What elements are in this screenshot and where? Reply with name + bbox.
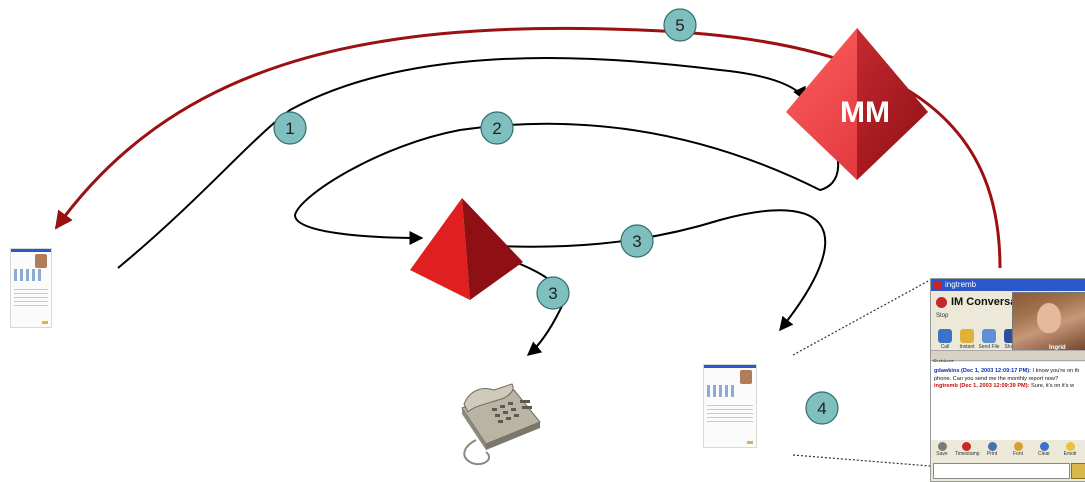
clear-button[interactable]: Clear: [1033, 442, 1055, 458]
step-badge-2: 2: [480, 111, 514, 145]
svg-text:3: 3: [632, 232, 641, 251]
print-icon: [987, 442, 997, 451]
svg-text:1: 1: [285, 119, 294, 138]
save-button[interactable]: Save: [931, 442, 953, 458]
call-button[interactable]: Call: [933, 329, 957, 350]
step-badge-3b: 3: [536, 276, 570, 310]
transcript-line: gdawkins (Dec 1, 2003 12:09:17 PM): I kn…: [934, 368, 1080, 374]
svg-text:5: 5: [675, 16, 684, 35]
flow-arrow-2: [293, 109, 840, 245]
print-button[interactable]: Print: [981, 442, 1003, 458]
save-icon: [937, 442, 947, 451]
transcript-line: phone. Can you send me the monthly repor…: [934, 375, 1059, 382]
contact-name: Ingrid: [1049, 345, 1066, 351]
step-badge-5: 5: [663, 8, 697, 42]
font-icon: [1013, 442, 1023, 451]
file-icon: [982, 329, 996, 343]
im-toolbar: Save Timestamp Print Font Clear Emoti: [931, 442, 1085, 462]
smiley-icon: [1065, 442, 1075, 451]
telephone-icon: [461, 383, 541, 466]
contact-photo: Ingrid: [1012, 292, 1085, 354]
stop-label: Stop: [936, 313, 949, 319]
svg-text:3: 3: [548, 284, 557, 303]
avatar: [35, 254, 47, 268]
caller-client-thumbnail: [10, 248, 52, 328]
step-badge-4: 4: [805, 391, 839, 425]
zoom-line-bottom: [792, 454, 931, 467]
im-window-title: ingtremb: [945, 280, 977, 289]
step-badge-1: 1: [273, 111, 307, 145]
send-file-button[interactable]: Send File: [977, 329, 1001, 350]
clock-icon: [961, 442, 971, 451]
gateway-node: [410, 198, 523, 300]
im-transcript: gdawkins (Dec 1, 2003 12:09:17 PM): I kn…: [931, 362, 1085, 440]
media-manager-label: MM: [840, 96, 890, 129]
message-input[interactable]: [933, 463, 1070, 479]
remote-client-thumbnail: [703, 364, 757, 448]
subject-field[interactable]: Subject:: [931, 350, 1085, 366]
emoticons-button[interactable]: Emoti: [1059, 442, 1081, 458]
return-flow-arrow: [54, 26, 1002, 269]
phone-icon: [938, 329, 952, 343]
zoom-line-top: [792, 279, 931, 356]
timestamp-button[interactable]: Timestamp: [955, 442, 980, 458]
avatar: [740, 370, 752, 384]
im-titlebar: ingtremb: [931, 279, 1085, 291]
media-manager-node: MM: [786, 28, 928, 180]
clear-icon: [1039, 442, 1049, 451]
step-badge-3a: 3: [620, 224, 654, 258]
message-icon: [960, 329, 974, 343]
send-button[interactable]: [1071, 463, 1085, 479]
svg-text:2: 2: [492, 119, 501, 138]
flow-arrow-1: [117, 57, 806, 269]
app-icon: [934, 281, 942, 289]
font-button[interactable]: Font: [1007, 442, 1029, 458]
transcript-line: ingtremb (Dec 1, 2003 12:09:39 PM): Sure…: [934, 383, 1075, 389]
flow-arrow-3a: [474, 209, 827, 332]
stop-icon[interactable]: [936, 297, 947, 308]
svg-text:4: 4: [817, 399, 826, 418]
